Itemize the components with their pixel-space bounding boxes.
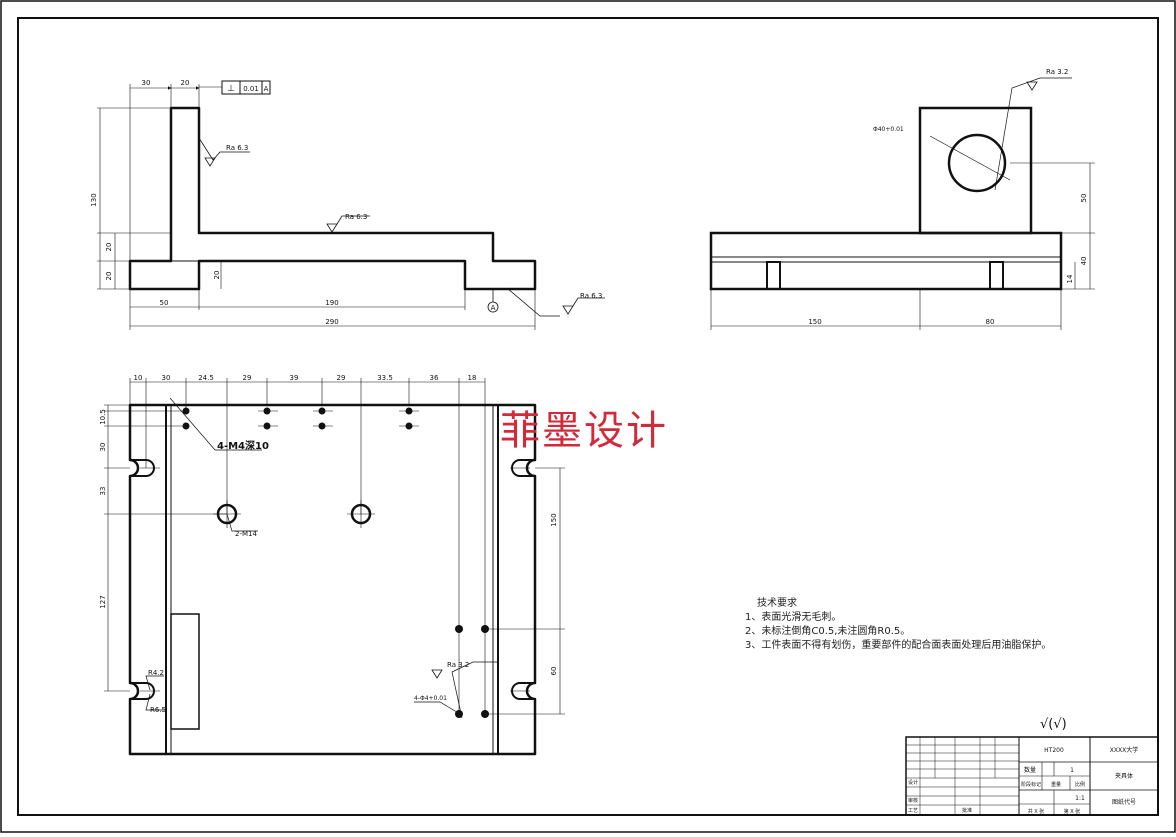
dim-label: 127 [99, 595, 107, 608]
note-item: 1、表面光滑无毛刺。 [745, 612, 842, 623]
design-label: 设计 [908, 779, 918, 786]
datum-label: A [491, 304, 496, 312]
dim-label: 18 [468, 374, 477, 382]
sheet-number: 第 X 张 [1064, 808, 1081, 815]
watermark: 菲墨设计 [500, 408, 668, 454]
dim-label: 30 [99, 443, 107, 452]
dim-label: 130 [90, 193, 98, 206]
dim-label: 20 [213, 271, 221, 280]
school: XXXX大学 [1110, 746, 1138, 754]
roughness-label: Ra 3.2 [1046, 68, 1068, 76]
technical-requirements: 技术要求 1、表面光滑无毛刺。 2、未标注倒角C0.5,未注圆角R0.5。 3、工件表… [745, 597, 1051, 653]
sheet-total: 共 X 张 [1028, 808, 1045, 815]
tolerance-value: 0.01 [243, 85, 259, 93]
pin-holes-label: 4-Φ4+0.01 [414, 695, 447, 702]
inner-border [17, 17, 1159, 816]
weight-label: 重量 [1051, 781, 1061, 788]
dim-label: 14 [1066, 274, 1074, 283]
dim-label: 36 [430, 374, 439, 382]
drawing-number: 图纸代号 [1112, 798, 1136, 806]
dim-label: 29 [243, 374, 252, 382]
ratio-label: 比例 [1075, 781, 1085, 788]
dim-label: 20 [105, 243, 113, 252]
note-item: 3、工件表面不得有划伤，重要部件的配合面表面处理后用油脂保护。 [745, 640, 1052, 651]
dim-label: 190 [325, 299, 338, 307]
notes-title: 技术要求 [757, 598, 797, 609]
dim-label: 60 [550, 667, 558, 676]
title-block [905, 736, 1159, 816]
dim-label: 80 [986, 318, 995, 326]
dim-label: 150 [808, 318, 821, 326]
note-item: 2、未标注倒角C0.5,未注圆角R0.5。 [745, 626, 911, 637]
side-view [709, 77, 1095, 330]
dim-label: 150 [550, 513, 558, 526]
threaded-hole-markers [182, 407, 489, 718]
roughness-label: Ra 6.3 [345, 213, 367, 221]
dim-label: 40 [1080, 257, 1088, 266]
threaded-holes-label: 4-M4深10 [217, 439, 269, 452]
qty-label: 数量 [1024, 766, 1036, 774]
dim-label: 33 [99, 487, 107, 496]
dim-label: 20 [105, 272, 113, 281]
title-block-text: HT200 XXXX大学 夹具体 图纸代号 数量 1 阶段标记 重量 比例 1:… [908, 746, 1138, 815]
dim-label: 33.5 [377, 374, 393, 382]
part-name: 夹具体 [1115, 772, 1133, 780]
process-label: 工艺 [908, 808, 918, 814]
dim-label: 290 [325, 318, 338, 326]
front-view-text: 30 20 130 20 20 20 50 190 290 ⊥ 0.01 A R… [90, 79, 602, 326]
front-view [97, 80, 605, 330]
roughness-label: Ra 3.2 [447, 661, 469, 669]
dim-label: 20 [181, 79, 190, 87]
dim-label: 50 [1080, 194, 1088, 203]
roughness-label: Ra 6.3 [226, 144, 248, 152]
bolt-holes-label: 2-M14 [235, 530, 257, 538]
tolerance-datum: A [264, 85, 269, 93]
radius-label: R4.2 [148, 669, 164, 677]
material: HT200 [1044, 747, 1064, 754]
top-view [104, 378, 565, 756]
qty-value: 1 [1070, 767, 1074, 774]
general-roughness-symbol: √(√) [1040, 717, 1067, 732]
side-view-text: 150 80 50 40 14 Φ40+0.01 Ra 3.2 [808, 68, 1088, 326]
top-view-text: 10 30 24.5 29 39 29 33.5 36 18 10.5 30 3… [99, 374, 558, 714]
dim-label: 39 [290, 374, 299, 382]
dim-label: 50 [160, 299, 169, 307]
dim-label: 24.5 [198, 374, 214, 382]
dim-label: 30 [162, 374, 171, 382]
roughness-label: Ra 6.3 [580, 292, 602, 300]
dim-label: 30 [142, 79, 151, 87]
perpendicularity-symbol: ⊥ [227, 84, 235, 94]
dim-label: 10 [134, 374, 143, 382]
radius-label: R6.5 [150, 706, 166, 714]
bore-label: Φ40+0.01 [873, 126, 904, 133]
review-label: 审核 [908, 797, 918, 804]
dim-label: 10.5 [99, 409, 107, 425]
stage-mark: 阶段标记 [1021, 781, 1041, 788]
approve-label: 批准 [962, 807, 972, 814]
scale-value: 1:1 [1075, 795, 1085, 802]
dim-label: 29 [337, 374, 346, 382]
